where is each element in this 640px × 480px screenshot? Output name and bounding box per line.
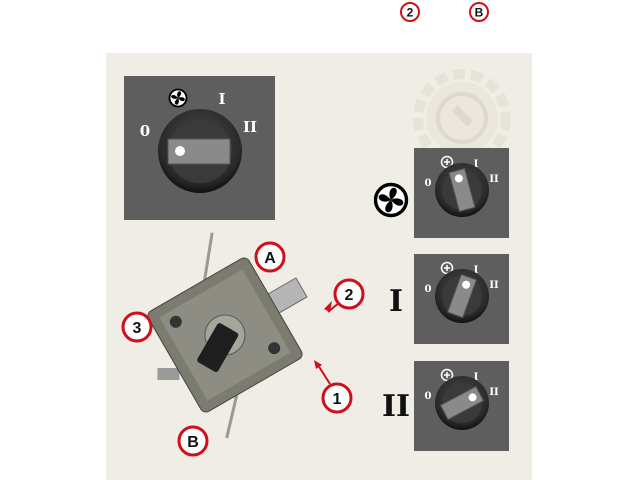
fan-small-icon (440, 155, 454, 169)
callout-one: 1 (321, 382, 353, 414)
dial-label: I (474, 159, 479, 170)
svg-text:II: II (243, 118, 257, 136)
svg-text:B: B (475, 6, 484, 20)
dial-label: 0 (425, 178, 432, 189)
mode-label-one: I (389, 284, 403, 319)
svg-text:2: 2 (407, 6, 414, 20)
top-legend-b: B (469, 2, 489, 22)
arrow-1 (314, 360, 322, 369)
fan-small-icon (440, 261, 454, 275)
dial-label: I (474, 265, 479, 276)
fan-mode-icon (373, 182, 409, 218)
svg-text:A: A (264, 250, 276, 267)
svg-text:0: 0 (140, 122, 150, 140)
svg-text:1: 1 (333, 391, 342, 408)
main-dial-panel: I II 0 (124, 76, 275, 220)
fan-icon (168, 88, 188, 108)
fan-small-icon (440, 368, 454, 382)
svg-text:3: 3 (133, 320, 142, 337)
top-legend-2: 2 (400, 2, 420, 22)
callout-two: 2 (333, 278, 365, 310)
dial-label: II (489, 280, 499, 291)
rotary-switch-photo (147, 232, 308, 439)
svg-text:2: 2 (345, 287, 354, 304)
gear-wrench-watermark-icon (413, 69, 511, 167)
callout-b: B (177, 425, 209, 457)
dial-label: II (489, 174, 499, 185)
mode-label-two: II (382, 389, 410, 424)
callout-a: A (254, 241, 286, 273)
knob-indicator-dot (454, 174, 463, 183)
dial-label: 0 (425, 284, 432, 295)
dial-label: I (474, 372, 479, 383)
dial-label: 0 (425, 391, 432, 402)
dial-label: II (489, 387, 499, 398)
svg-text:I: I (218, 90, 225, 108)
knob-indicator-dot (175, 146, 185, 156)
callout-three: 3 (121, 311, 153, 343)
knob-indicator-dot (468, 393, 477, 402)
knob-indicator-dot (462, 280, 471, 289)
svg-text:B: B (187, 434, 199, 451)
